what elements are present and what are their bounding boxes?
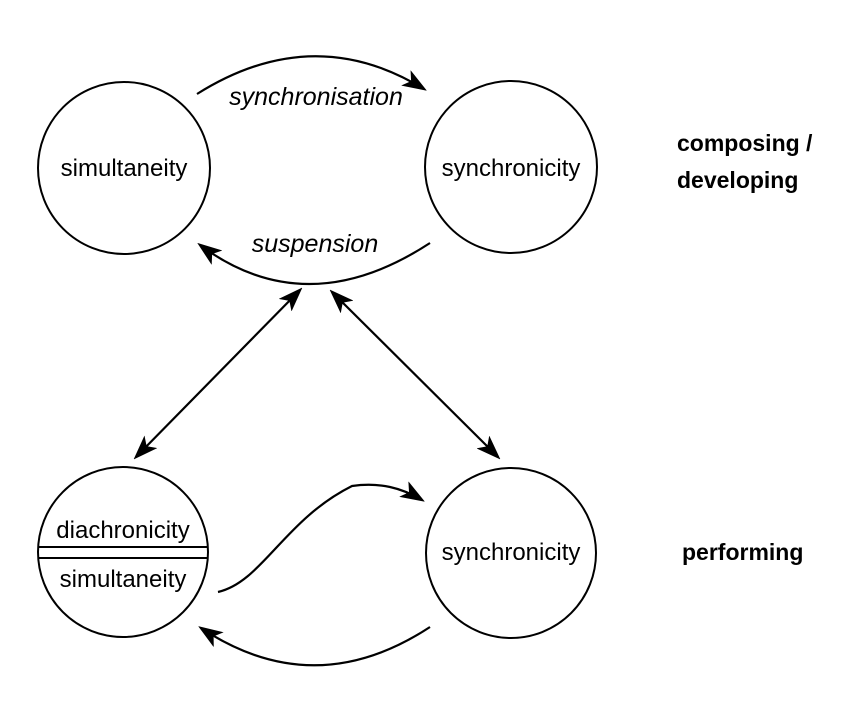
bottom-return-curve-arrow	[201, 626, 431, 667]
bottom-left-circle-top-label: diachronicity	[56, 517, 189, 544]
bottom-right-circle-label: synchronicity	[442, 539, 581, 566]
bottom-left-circle-bottom-label: simultaneity	[60, 566, 187, 593]
top-right-circle-label: synchronicity	[442, 155, 581, 182]
bottom-left-circle	[37, 466, 209, 638]
left-bidirectional-arrow	[136, 290, 300, 457]
top-right-circle	[424, 80, 598, 254]
right-bidirectional-arrow	[332, 292, 498, 457]
composing-developing-label-line2: developing	[677, 167, 798, 193]
bottom-right-circle	[425, 467, 597, 639]
top-left-circle-label: simultaneity	[61, 155, 188, 182]
bottom-forward-curve-arrow	[217, 485, 422, 594]
suspension-arrow	[200, 242, 431, 286]
top-left-circle	[37, 81, 211, 255]
suspension-arrow-label: suspension	[252, 230, 378, 258]
synchronisation-arrow	[196, 55, 424, 95]
composing-developing-label-line1: composing /	[677, 130, 813, 156]
performing-label: performing	[682, 539, 803, 565]
synchronisation-arrow-label: synchronisation	[229, 83, 403, 111]
